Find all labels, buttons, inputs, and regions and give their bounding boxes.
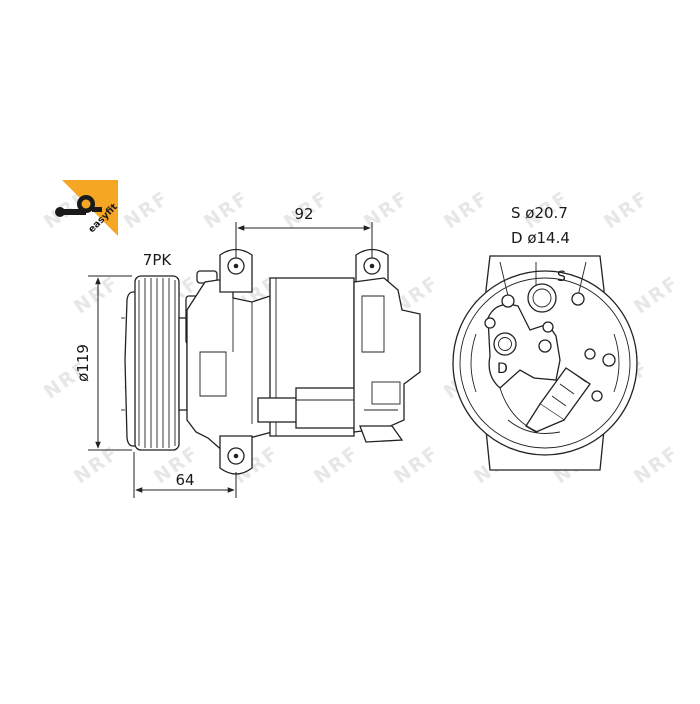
watermark-mark: NRF (200, 187, 253, 233)
offset-label: 64 (175, 471, 194, 489)
watermark-mark: NRF (630, 442, 683, 488)
manifold-plate (487, 303, 561, 389)
length-label: 92 (294, 205, 313, 223)
watermark-mark: NRF (600, 187, 653, 233)
watermark-mark: NRF (440, 187, 493, 233)
suction-port (527, 283, 557, 313)
compressor-rear-view: S ø20.7 D ø14.4 (452, 204, 638, 471)
main-body (257, 277, 359, 437)
suction-spec-label: S ø20.7 (511, 204, 568, 222)
mounting-ear-front-top (219, 248, 253, 293)
easyfit-badge: easyfit (55, 180, 120, 236)
dimension-pulley-diameter: ø119 (74, 275, 132, 451)
dimension-offset: 64 (133, 452, 237, 498)
compressor-side-view: ø119 7PK 92 64 (74, 205, 421, 498)
rear-lower-lines (499, 387, 561, 434)
discharge-port (493, 332, 517, 356)
watermark-mark: NRF (120, 187, 173, 233)
watermark-mark: NRF (70, 442, 123, 488)
watermark-mark: NRF (630, 272, 683, 318)
belt-label: 7PK (143, 251, 173, 269)
discharge-spec-label: D ø14.4 (511, 229, 570, 247)
wrench-icon (55, 195, 102, 217)
pulley (121, 275, 188, 451)
dimension-length: 92 (235, 205, 373, 258)
suction-marker: S (557, 269, 566, 285)
watermark-mark: NRF (390, 442, 443, 488)
watermark-mark: NRF (310, 442, 363, 488)
rear-head (353, 277, 421, 443)
pulley-diameter-label: ø119 (74, 344, 92, 382)
watermark-mark: NRF (360, 187, 413, 233)
control-valve (525, 367, 591, 433)
front-housing (186, 279, 273, 453)
mounting-holes (484, 292, 616, 402)
watermark-mark: NRF (70, 272, 123, 318)
mounting-ear-front-bottom (219, 435, 253, 475)
discharge-marker: D (497, 361, 508, 377)
